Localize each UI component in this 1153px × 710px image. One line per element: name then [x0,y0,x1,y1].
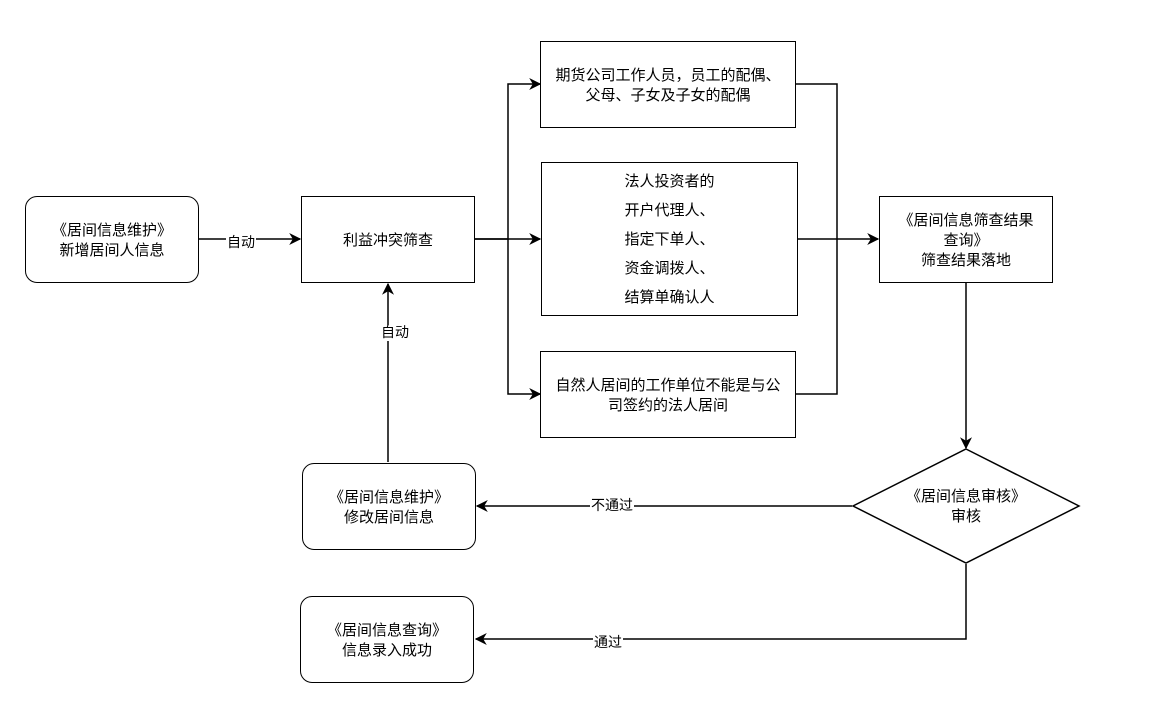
edge-check-to-natural [507,239,542,400]
edge-label-pass: 通过 [593,635,623,651]
edge-check-to-family [475,78,542,240]
node-natural-person-line2: 司签约的法人居间 [607,395,728,414]
node-query-success-line2: 信息录入成功 [341,640,432,659]
node-maintain-new-line2: 新增居间人信息 [59,240,165,259]
node-conflict-check: 利益冲突筛查 [301,196,475,283]
node-screen-result-line2: 查询》 [943,230,989,249]
node-maintain-new: 《居间信息维护》 新增居间人信息 [25,196,199,283]
node-legal-roles-line: 法人投资者的 [624,171,715,190]
edge-natural-merge [796,239,838,395]
node-legal-roles-line: 指定下单人、 [624,229,715,248]
node-family: 期货公司工作人员，员工的配偶、 父母、子女及子女的配偶 [540,41,796,128]
node-audit-line2: 审核 [950,507,981,525]
node-natural-person: 自然人居间的工作单位不能是与公 司签约的法人居间 [540,351,796,438]
node-audit: 《居间信息审核》 审核 [866,486,1066,526]
node-query-success-line1: 《居间信息查询》 [326,620,447,639]
node-maintain-edit: 《居间信息维护》 修改居间信息 [302,463,476,550]
node-natural-person-line1: 自然人居间的工作单位不能是与公 [555,375,781,394]
node-legal-roles-line: 资金调拨人、 [624,258,715,277]
node-screen-result: 《居间信息筛查结果 查询》 筛查结果落地 [879,196,1053,283]
edge-family-merge [796,83,838,239]
node-audit-line1: 《居间信息审核》 [905,487,1026,505]
audit-diamond [851,448,1081,564]
node-maintain-new-line1: 《居间信息维护》 [51,220,172,239]
node-legal-roles-line: 结算单确认人 [624,287,715,306]
node-legal-roles: 法人投资者的 开户代理人、 指定下单人、 资金调拨人、 结算单确认人 [541,162,798,316]
node-family-line1: 期货公司工作人员，员工的配偶、 [555,65,781,84]
node-conflict-check-label: 利益冲突筛查 [342,230,433,249]
edge-audit-pass [474,564,967,645]
node-maintain-edit-line1: 《居间信息维护》 [328,487,449,506]
edge-label-reject: 不通过 [590,498,634,514]
node-family-line2: 父母、子女及子女的配偶 [585,85,751,104]
node-query-success: 《居间信息查询》 信息录入成功 [300,596,474,683]
node-screen-result-line1: 《居间信息筛查结果 [898,210,1034,229]
edge-label-auto-2: 自动 [380,325,410,341]
node-maintain-edit-line2: 修改居间信息 [343,507,434,526]
node-screen-result-line3: 筛查结果落地 [920,250,1011,269]
edge-label-auto-1: 自动 [226,235,256,251]
node-legal-roles-line: 开户代理人、 [624,200,715,219]
